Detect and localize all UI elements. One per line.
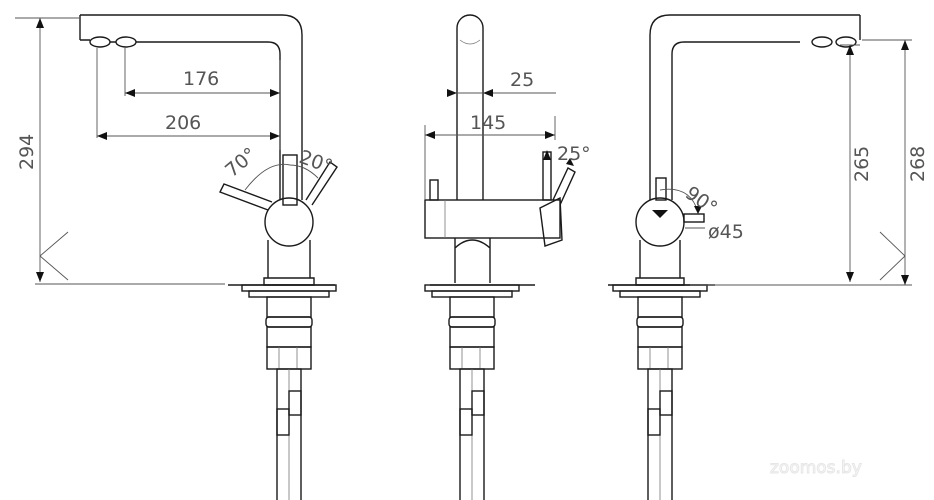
dim-diameter-45: ø45 <box>708 221 744 243</box>
watermark: zoomos.by <box>770 458 862 478</box>
side-view-left: 294 176 206 70° 20° <box>15 14 338 500</box>
dim-spout-25: 25 <box>510 69 534 91</box>
dim-width-145: 145 <box>470 112 506 134</box>
dim-reach-176: 176 <box>183 68 219 90</box>
dim-height-294: 294 <box>16 134 38 170</box>
dim-height-268: 268 <box>907 146 929 182</box>
dim-height-265: 265 <box>851 146 873 182</box>
dim-angle-70: 70° <box>221 143 261 182</box>
dim-reach-206: 206 <box>165 112 201 134</box>
front-view: 25 145 25° <box>424 14 591 500</box>
dim-angle-25: 25° <box>557 143 591 165</box>
side-view-right: 265 268 90° ø45 <box>608 14 929 500</box>
